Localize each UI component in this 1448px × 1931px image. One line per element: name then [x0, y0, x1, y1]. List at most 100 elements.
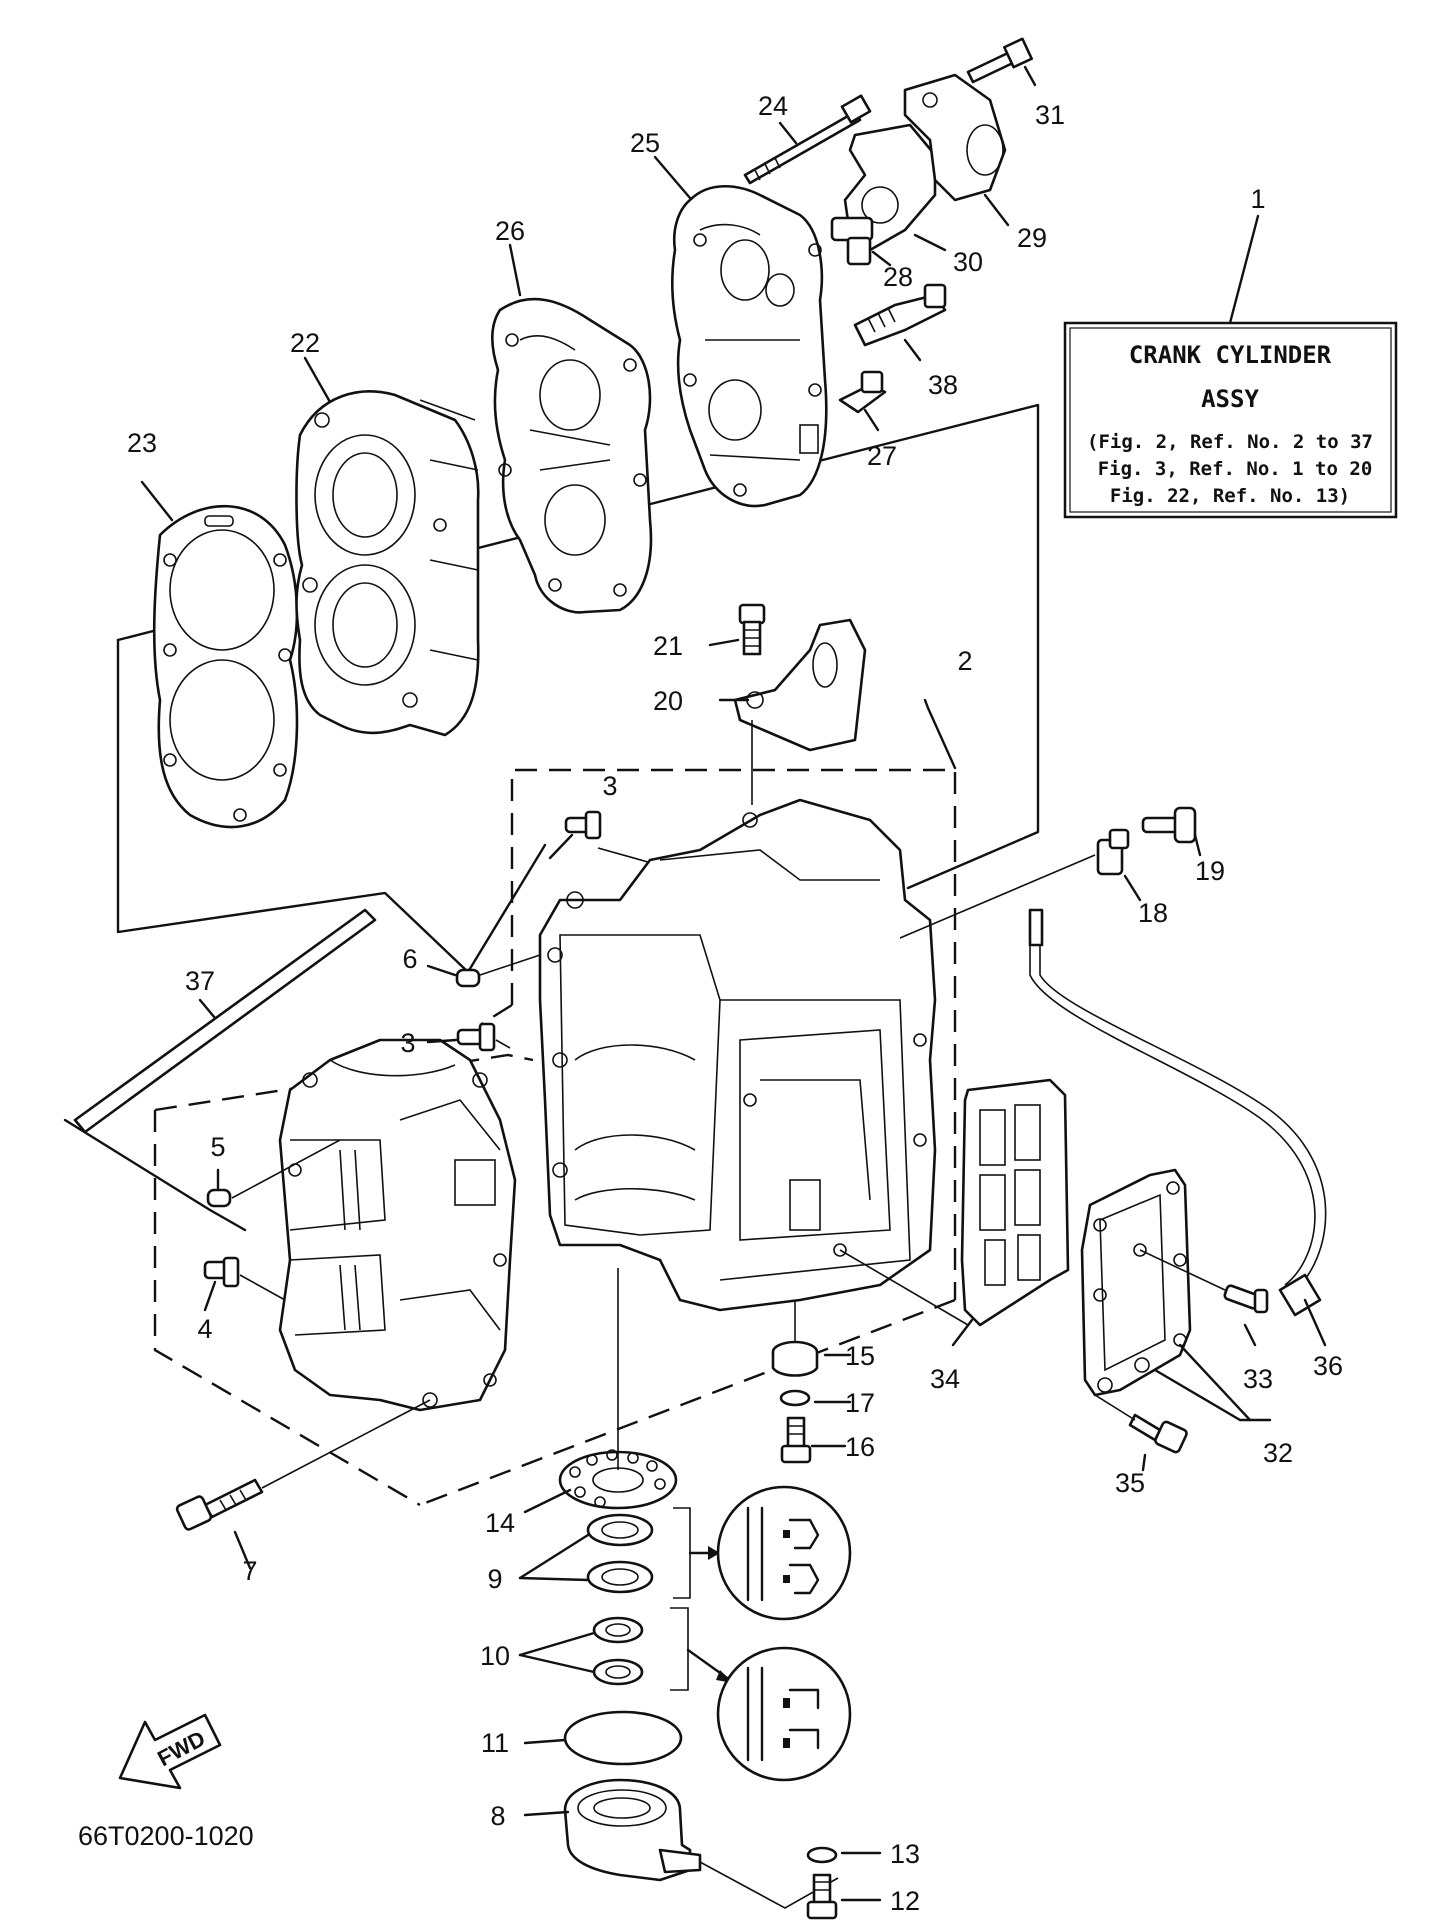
part-38: 38 — [853, 283, 958, 400]
leader-line — [233, 1530, 252, 1570]
callout-2: 2 — [957, 646, 972, 676]
thermostat-cover: 29 — [903, 73, 1047, 253]
seal-orientation-detail-2 — [716, 1646, 852, 1782]
callout-5: 5 — [210, 1132, 225, 1162]
head-gasket: 23 — [127, 428, 299, 829]
leader-line — [1243, 1323, 1257, 1347]
callout-6: 6 — [402, 944, 417, 974]
leader-line — [548, 833, 574, 860]
cylinder-head: 22 — [290, 328, 480, 737]
long-bolt: 24 — [743, 91, 872, 185]
callout-13: 13 — [890, 1839, 920, 1869]
bolt-12: 12 — [806, 1873, 920, 1920]
callout-28: 28 — [883, 262, 913, 292]
part-27: 27 — [838, 370, 897, 471]
callout-32: 32 — [1263, 1438, 1293, 1468]
callout-8: 8 — [490, 1801, 505, 1831]
cover-gasket-34: 34 — [839, 1078, 1070, 1394]
assembly-ref-line2: Fig. 3, Ref. No. 1 to 20 — [1098, 458, 1373, 480]
o-ring-11: 11 — [481, 1710, 683, 1766]
callout-15: 15 — [845, 1341, 875, 1371]
leader-line — [913, 233, 947, 252]
forward-direction-arrow: FWD — [118, 1713, 222, 1790]
fitting-33: 33 — [1139, 1249, 1273, 1394]
assembly-title-line2: ASSY — [1201, 385, 1259, 413]
leader-line — [523, 1810, 570, 1817]
leader-line — [863, 408, 880, 432]
bolt-35: 35 — [1094, 1394, 1188, 1498]
leader-line — [951, 1318, 974, 1347]
bolt-21: 21 — [653, 603, 766, 661]
callout-36: 36 — [1313, 1351, 1343, 1381]
callout-18: 18 — [1138, 898, 1168, 928]
seal-orientation-detail-1 — [716, 1485, 852, 1621]
callout-3-upper: 3 — [602, 771, 617, 801]
leader-line — [140, 480, 174, 522]
dowel-5: 5 — [206, 1132, 341, 1208]
bearings-10: 10 — [480, 1607, 733, 1691]
callout-12: 12 — [890, 1886, 920, 1916]
cover-32: 32 — [1080, 1168, 1293, 1468]
leader-line — [523, 1738, 567, 1745]
leader-line — [203, 1280, 217, 1312]
leader-line — [1193, 833, 1202, 857]
washer-17: 17 — [779, 1388, 875, 1418]
hose-37: 37 — [73, 908, 377, 1134]
assembly-ref-line3: Fig. 22, Ref. No. 13) — [1110, 485, 1350, 507]
leader-line — [198, 998, 217, 1020]
callout-21: 21 — [653, 631, 683, 661]
assembly-ref-line1: (Fig. 2, Ref. No. 2 to 37 — [1087, 431, 1373, 453]
callout-19: 19 — [1195, 856, 1225, 886]
leader-line — [871, 250, 892, 267]
callout-20: 20 — [653, 686, 683, 716]
callout-1: 1 — [1250, 184, 1265, 214]
leader-line — [1123, 874, 1142, 902]
leader-line — [508, 243, 522, 297]
leader-line — [1023, 65, 1037, 87]
oil-seals-9: 9 — [487, 1507, 720, 1599]
callout-27: 27 — [867, 441, 897, 471]
hose-36: 36 — [1028, 908, 1343, 1381]
leader-line — [1178, 1343, 1252, 1422]
leader-line — [303, 356, 332, 404]
bolt-16: 16 — [780, 1416, 875, 1464]
leader-line — [426, 964, 457, 977]
pin-3-upper: 3 — [548, 771, 649, 863]
bolt-31: 31 — [966, 37, 1065, 130]
callout-10: 10 — [480, 1641, 510, 1671]
dashed-group-boundaries — [153, 698, 957, 1507]
leader-line — [653, 155, 692, 200]
leader-line — [708, 638, 740, 647]
leader-line — [1303, 1298, 1327, 1347]
head-cover: 25 — [630, 128, 828, 508]
callout-29: 29 — [1017, 223, 1047, 253]
part-28: 28 — [830, 216, 913, 292]
callout-24: 24 — [758, 91, 788, 121]
callout-34: 34 — [930, 1364, 960, 1394]
cylinder-block — [538, 798, 937, 1312]
callout-37: 37 — [185, 966, 215, 996]
callout-31: 31 — [1035, 100, 1065, 130]
callout-26: 26 — [495, 216, 525, 246]
bolt-7: 7 — [175, 1399, 431, 1586]
leader-line — [518, 1653, 596, 1674]
leader-line — [1141, 1453, 1147, 1472]
crankcase — [278, 1038, 517, 1412]
callout-22: 22 — [290, 328, 320, 358]
callout-7: 7 — [242, 1556, 257, 1586]
leader-line — [523, 1488, 572, 1514]
callout-35: 35 — [1115, 1468, 1145, 1498]
callout-33: 33 — [1243, 1364, 1273, 1394]
head-cover-gasket: 26 — [490, 216, 653, 614]
leader-line — [1153, 1368, 1242, 1422]
leader-line — [518, 1631, 596, 1657]
grommet-15: 15 — [771, 1300, 875, 1377]
screw-19: 19 — [1141, 806, 1225, 886]
diagram-code: 66T0200-1020 — [78, 1821, 254, 1851]
leader-line — [903, 338, 922, 362]
bearing-plate-14: 14 — [485, 1268, 678, 1538]
dowel-6: 6 — [402, 944, 541, 988]
assembly-note-box: CRANK CYLINDER ASSY (Fig. 2, Ref. No. 2 … — [1063, 184, 1398, 519]
callout-23: 23 — [127, 428, 157, 458]
leader-line — [426, 1038, 458, 1044]
